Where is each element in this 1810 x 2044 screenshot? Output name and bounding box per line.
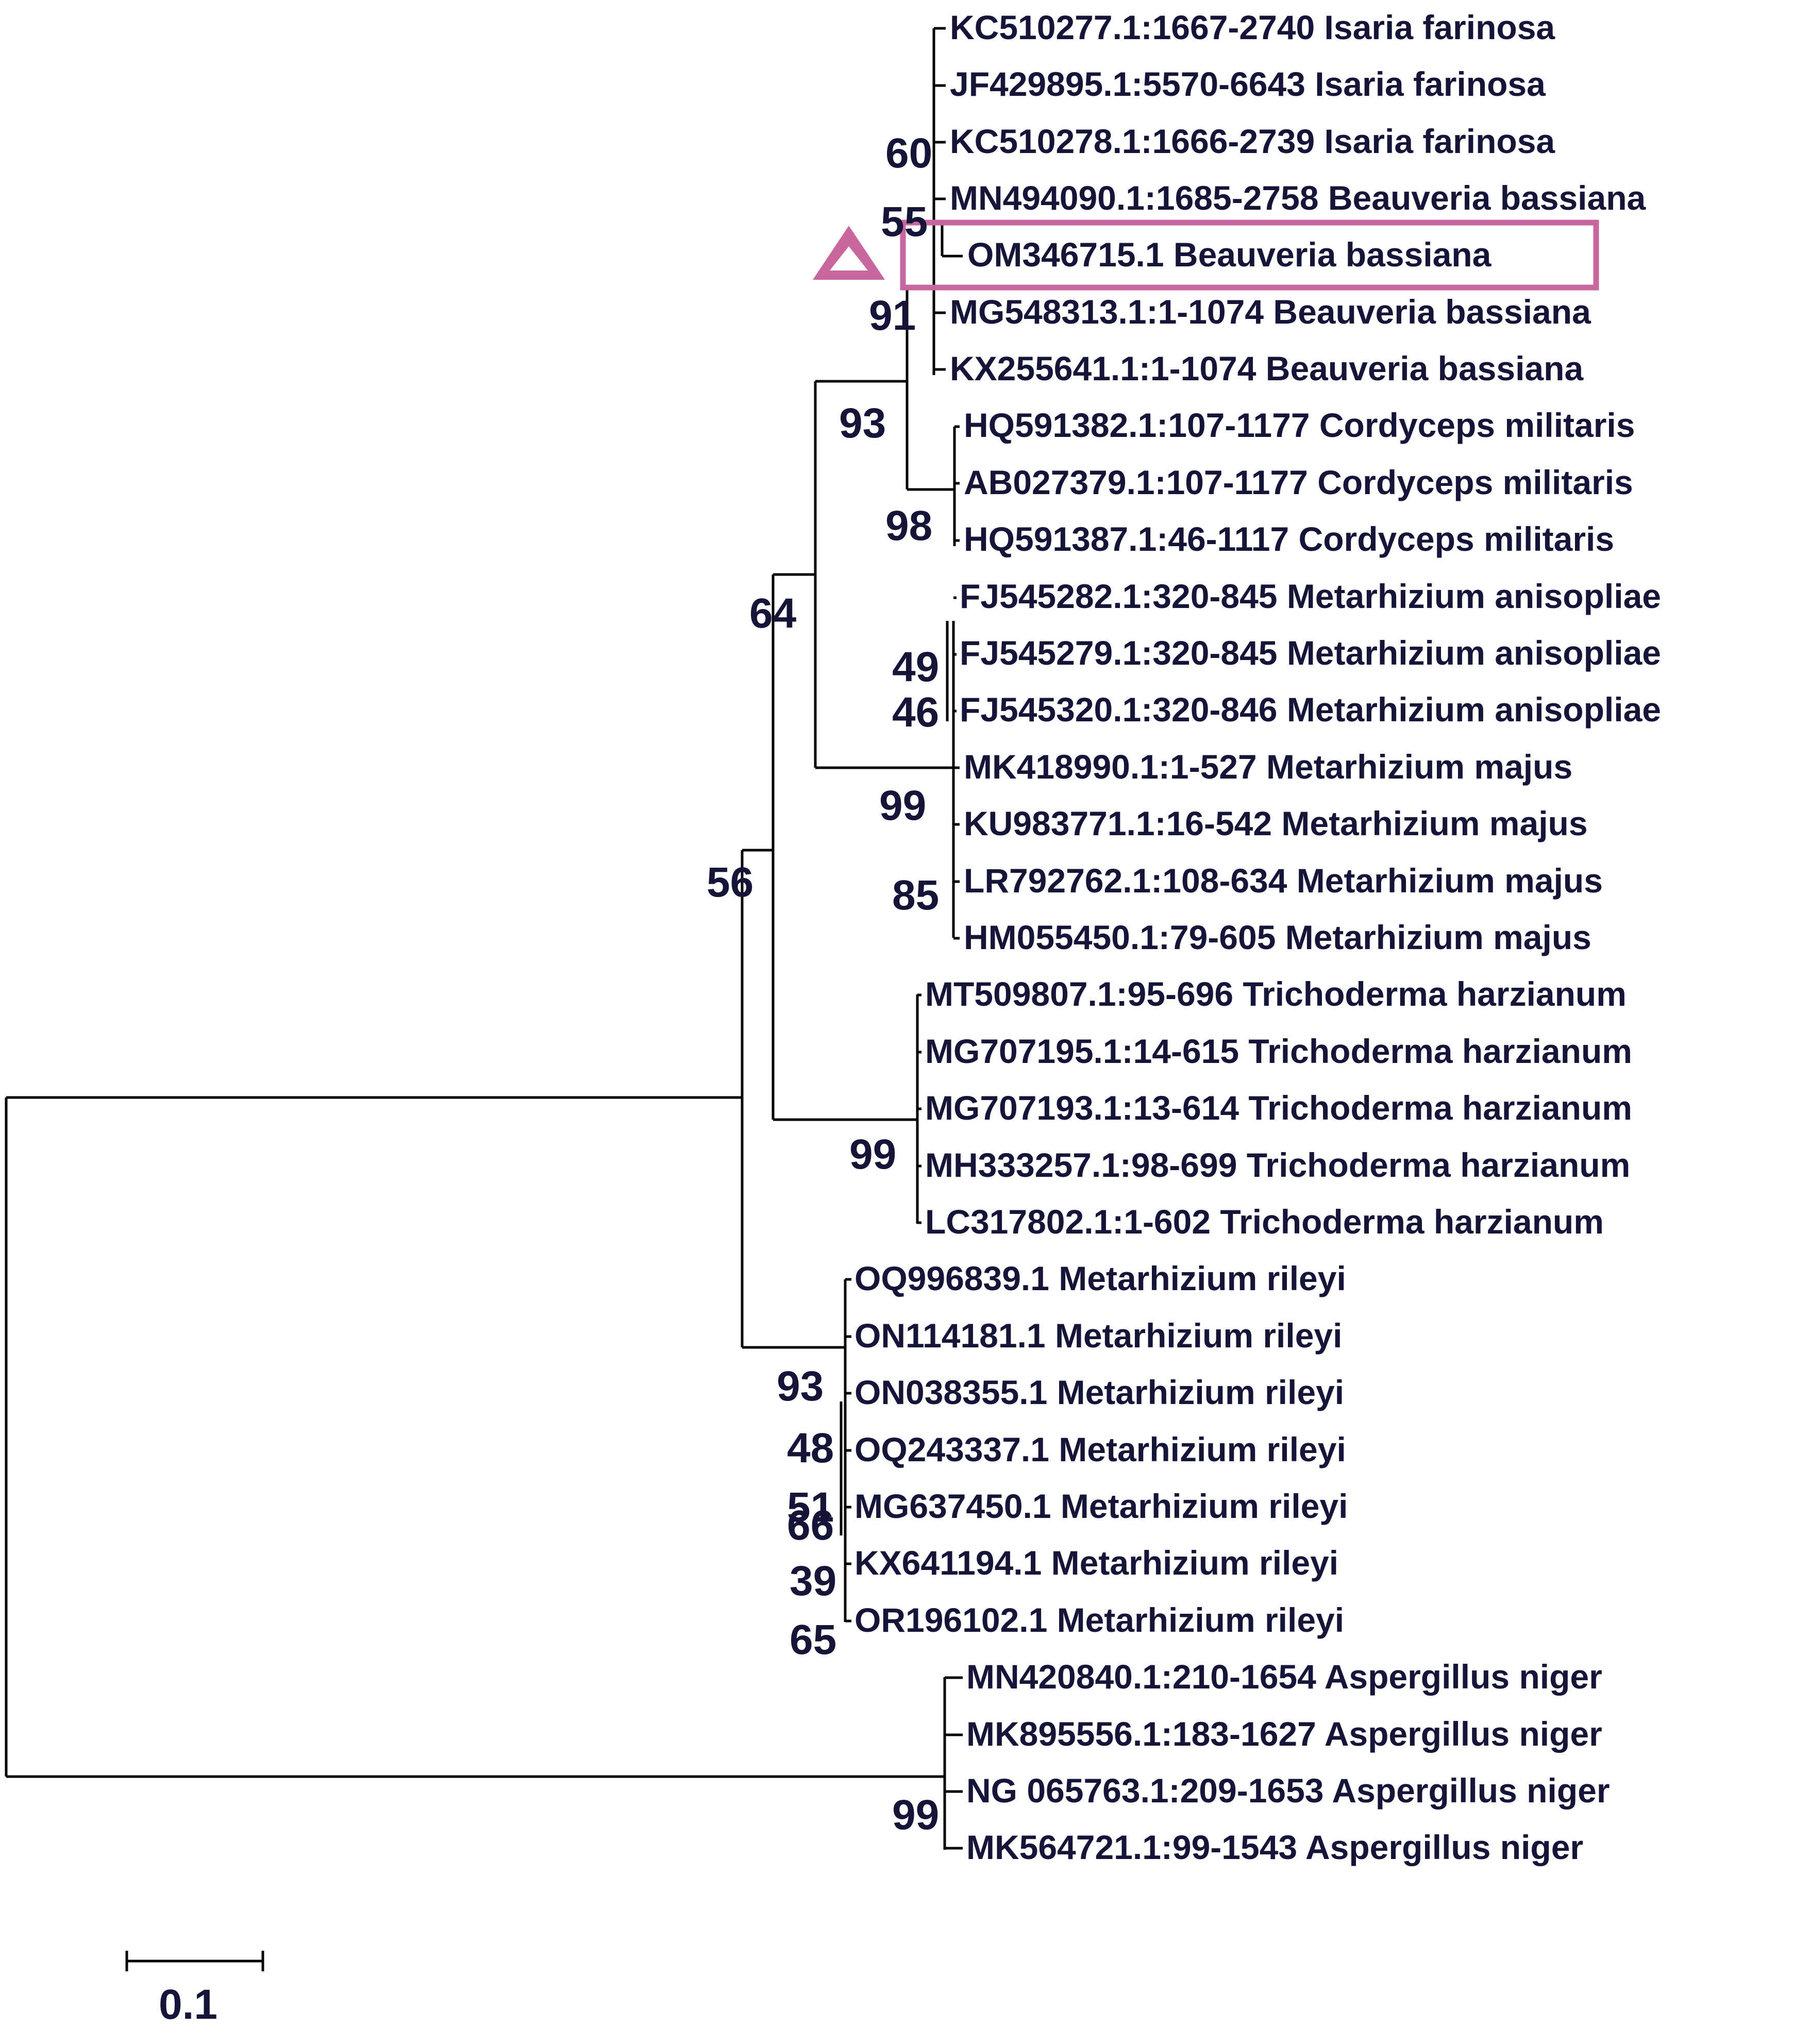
leaf-label: MG707193.1:13-614 Trichoderma harzianum bbox=[925, 1089, 1632, 1127]
bootstrap-value: 51 bbox=[787, 1484, 834, 1531]
leaf-label: HQ591387.1:46-1117 Cordyceps militaris bbox=[964, 520, 1614, 558]
leaf-label: KX641194.1 Metarhizium rileyi bbox=[854, 1544, 1338, 1582]
leaf-label: NG 065763.1:209-1653 Aspergillus niger bbox=[966, 1771, 1610, 1810]
leaf-label: MN420840.1:210-1654 Aspergillus niger bbox=[966, 1658, 1602, 1696]
leaf-label: AB027379.1:107-1177 Cordyceps militaris bbox=[964, 463, 1633, 501]
leaf-label: OR196102.1 Metarhizium rileyi bbox=[854, 1601, 1344, 1639]
bootstrap-value: 39 bbox=[790, 1558, 836, 1604]
leaf-label: HM055450.1:79-605 Metarhizium majus bbox=[964, 918, 1591, 956]
leaf-label: LR792762.1:108-634 Metarhizium majus bbox=[964, 861, 1603, 900]
leaf-label: MH333257.1:98-699 Trichoderma harzianum bbox=[925, 1146, 1630, 1184]
bootstrap-value: 56 bbox=[707, 859, 753, 906]
leaf-label: MK418990.1:1-527 Metarhizium majus bbox=[964, 748, 1572, 786]
bootstrap-value: 85 bbox=[892, 872, 939, 919]
leaf-label: MG637450.1 Metarhizium rileyi bbox=[854, 1487, 1348, 1525]
bootstrap-value: 65 bbox=[790, 1616, 836, 1663]
leaf-label: MG707195.1:14-615 Trichoderma harzianum bbox=[925, 1032, 1632, 1070]
leaf-label: KC510277.1:1667-2740 Isaria farinosa bbox=[950, 8, 1555, 46]
leaf-label: KU983771.1:16-542 Metarhizium majus bbox=[964, 804, 1588, 842]
triangle-icon-inner bbox=[830, 246, 868, 271]
leaf-label: FJ545320.1:320-846 Metarhizium anisoplia… bbox=[960, 690, 1661, 729]
leaf-label: KX255641.1:1-1074 Beauveria bassiana bbox=[950, 349, 1584, 387]
scale-bar: 0.1 bbox=[125, 1951, 264, 2028]
leaf-label: JF429895.1:5570-6643 Isaria farinosa bbox=[950, 65, 1546, 103]
leaf-label: LC317802.1:1-602 Trichoderma harzianum bbox=[925, 1203, 1604, 1241]
bootstrap-value: 99 bbox=[892, 1792, 939, 1838]
bootstrap-value: 66 bbox=[787, 1502, 834, 1549]
bootstrap-value: 46 bbox=[892, 689, 939, 736]
bootstrap-value: 99 bbox=[879, 782, 926, 829]
leaf-label: OQ243337.1 Metarhizium rileyi bbox=[854, 1430, 1346, 1468]
leaf-label: MG548313.1:1-1074 Beauveria bassiana bbox=[950, 293, 1591, 331]
bootstrap-value: 49 bbox=[892, 644, 939, 690]
leaf-label: MK895556.1:183-1627 Aspergillus niger bbox=[966, 1715, 1602, 1753]
leaf-label: FJ545279.1:320-845 Metarhizium anisoplia… bbox=[960, 634, 1661, 672]
leaf-label: ON038355.1 Metarhizium rileyi bbox=[854, 1373, 1344, 1411]
highlighted-leaf-label: OM346715.1 Beauveria bassiana bbox=[967, 235, 1492, 274]
leaf-label: FJ545282.1:320-845 Metarhizium anisoplia… bbox=[960, 577, 1661, 615]
bootstrap-value: 99 bbox=[849, 1131, 896, 1178]
bootstrap-value: 64 bbox=[749, 590, 797, 637]
tree-branches bbox=[5, 27, 963, 1850]
bootstrap-value: 93 bbox=[777, 1363, 824, 1410]
leaf-label: ON114181.1 Metarhizium rileyi bbox=[854, 1316, 1342, 1355]
leaf-label: HQ591382.1:107-1177 Cordyceps militaris bbox=[964, 406, 1635, 444]
scale-bar-label: 0.1 bbox=[159, 1981, 217, 2028]
bootstrap-value: 93 bbox=[839, 400, 886, 447]
bootstrap-value: 98 bbox=[885, 502, 932, 549]
highlight-box bbox=[900, 219, 1599, 291]
bootstrap-value: 60 bbox=[885, 130, 932, 177]
bootstrap-value: 91 bbox=[869, 292, 916, 339]
leaf-label: MT509807.1:95-696 Trichoderma harzianum bbox=[925, 975, 1627, 1013]
bootstrap-value: 48 bbox=[787, 1425, 834, 1472]
leaf-label: KC510278.1:1666-2739 Isaria farinosa bbox=[950, 122, 1555, 160]
leaf-label: OQ996839.1 Metarhizium rileyi bbox=[854, 1259, 1346, 1297]
leaf-label: MN494090.1:1685-2758 Beauveria bassiana bbox=[950, 179, 1647, 217]
leaf-label: MK564721.1:99-1543 Aspergillus niger bbox=[966, 1828, 1583, 1866]
bootstrap-value: 55 bbox=[881, 198, 928, 245]
